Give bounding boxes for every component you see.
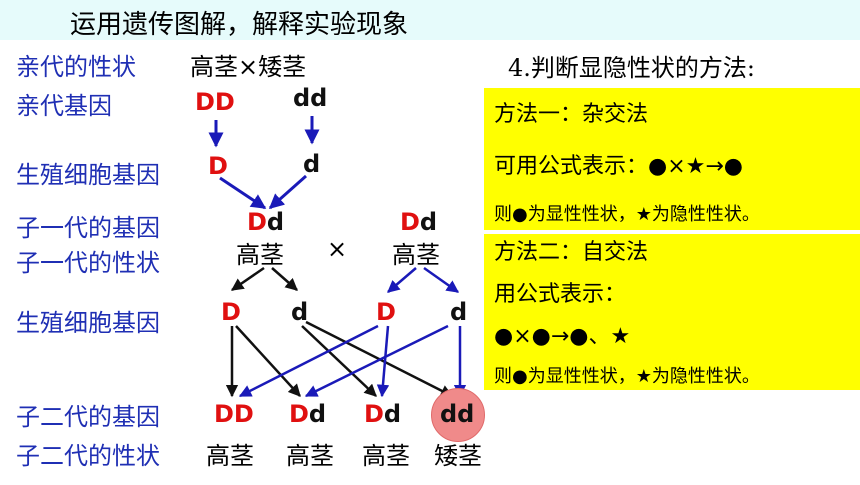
- method1-conclusion: 则●为显性性状，★为隐性性状。: [494, 204, 760, 225]
- arrow-f1-left-d: [271, 267, 298, 291]
- page-title: 运用遗传图解，解释实验现象: [70, 10, 409, 40]
- f2-genotype-3: Dd: [364, 400, 402, 428]
- f1-right-genotype: Dd: [400, 208, 438, 236]
- arrow-D2-Dd: [376, 325, 390, 398]
- method2-formula: ●×●→●、★: [494, 324, 631, 349]
- parent-gene-right: dd: [293, 84, 328, 112]
- label-f1-traits: 子一代的性状: [16, 249, 160, 277]
- f2-trait-3: 高茎: [362, 442, 410, 470]
- method2-title: 方法二：自交法: [494, 240, 649, 265]
- title-bar: [0, 0, 860, 40]
- arrow-f1-left-D: [230, 266, 265, 292]
- label-f1-genes: 子一代的基因: [16, 214, 160, 242]
- f2-trait-1: 高茎: [206, 442, 254, 470]
- f2-trait-2: 高茎: [286, 442, 334, 470]
- method2-conclusion: 则●为显性性状，★为隐性性状。: [494, 366, 760, 387]
- method1-title: 方法一：杂交法: [494, 102, 649, 127]
- arrow-f1-right-D: [387, 267, 417, 293]
- method2-formula-label: 用公式表示：: [494, 282, 627, 307]
- method-box-2: [484, 234, 860, 390]
- highlight-circle: [431, 388, 485, 442]
- method-heading: 4.判断显隐性状的方法:: [508, 54, 755, 82]
- f2-genotype-4: dd: [440, 400, 475, 428]
- f1-left-trait: 高茎: [236, 241, 284, 269]
- label-parent-traits: 亲代的性状: [16, 53, 136, 81]
- parent-gene-left: DD: [195, 88, 235, 116]
- label-gamete-genes-1: 生殖细胞基因: [16, 161, 160, 189]
- arrow-d2-Dd: [304, 324, 449, 398]
- gamete2-4: d: [450, 298, 468, 326]
- f2-genotype-1: DD: [214, 400, 254, 428]
- f2-trait-4: 矮茎: [434, 442, 482, 470]
- f1-cross-sign: ×: [327, 235, 348, 263]
- label-f2-genes: 子二代的基因: [16, 403, 160, 431]
- f1-right-trait: 高茎: [392, 241, 440, 269]
- gamete2-1: D: [221, 298, 241, 326]
- gamete1-left: D: [208, 152, 228, 180]
- method-box-1: [484, 88, 860, 230]
- method1-formula: 可用公式表示：●×★→●: [494, 154, 743, 179]
- label-parent-genes: 亲代基因: [16, 92, 112, 120]
- gamete2-3: D: [376, 298, 396, 326]
- arrow-gamete-right-f1: [268, 174, 307, 210]
- arrow-f1-right-d: [423, 266, 460, 294]
- parent-cross: 高茎×矮茎: [190, 53, 307, 81]
- f1-left-genotype: Dd: [247, 208, 285, 236]
- label-f2-traits: 子二代的性状: [16, 442, 160, 470]
- gamete2-2: d: [291, 298, 309, 326]
- f2-genotype-2: Dd: [289, 400, 327, 428]
- arrow-D2-DD: [238, 324, 379, 398]
- arrow-d1-Dd: [301, 325, 377, 397]
- arrow-D1-Dd: [235, 325, 301, 397]
- arrow-gamete-left-f1: [219, 176, 267, 210]
- label-gamete-genes-2: 生殖细胞基因: [16, 309, 160, 337]
- gamete1-right: d: [303, 150, 321, 178]
